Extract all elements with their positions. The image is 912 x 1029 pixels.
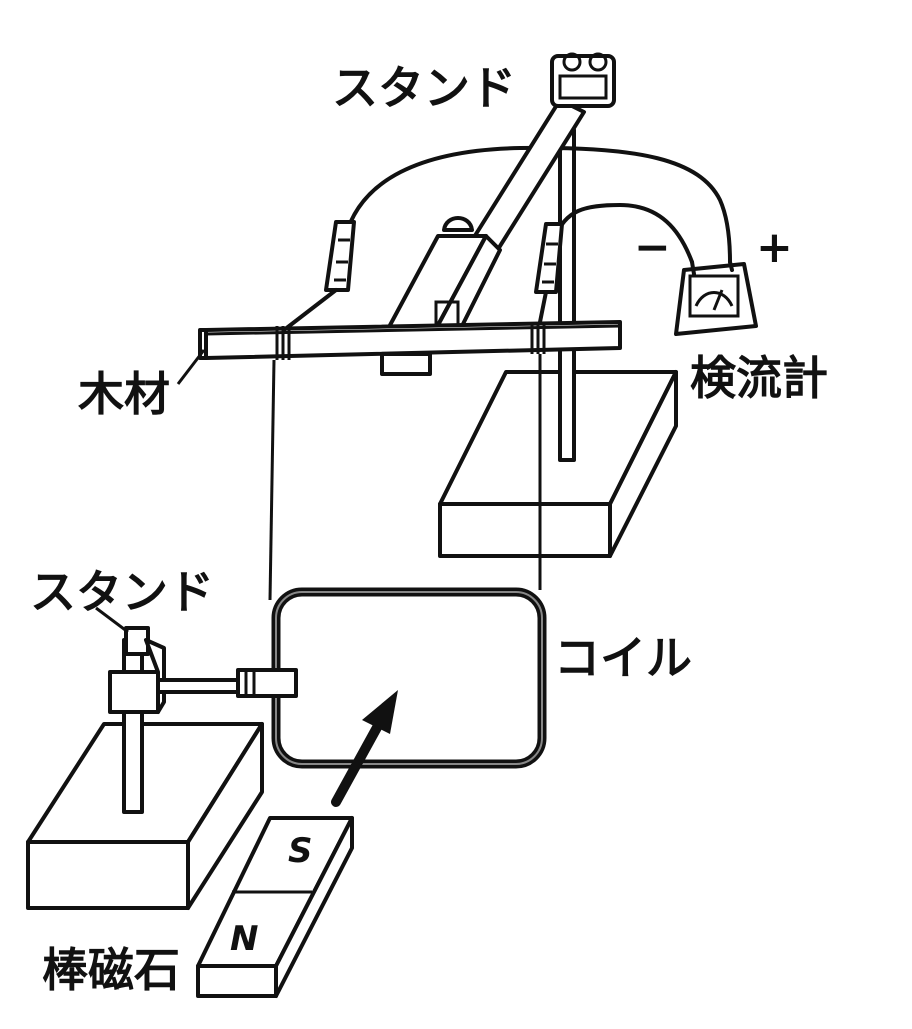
left-stand-pole bbox=[108, 626, 298, 814]
leader-lines bbox=[95, 349, 206, 634]
coil-leads bbox=[268, 288, 548, 601]
left-clip bbox=[324, 220, 356, 292]
left-stand-base bbox=[26, 722, 264, 910]
label-wood: 木材 bbox=[78, 367, 170, 421]
wood-clamp bbox=[380, 216, 502, 352]
top-stand-arm bbox=[464, 52, 616, 264]
label-stand-top: スタンド bbox=[332, 61, 516, 115]
label-stand-left: スタンド bbox=[30, 565, 214, 619]
label-galvanometer: 検流計 bbox=[690, 351, 828, 405]
top-stand-pole bbox=[558, 128, 576, 462]
label-bar-magnet: 棒磁石 bbox=[42, 943, 180, 997]
wood-beam bbox=[198, 320, 622, 376]
magnet-pole-n: N bbox=[230, 919, 258, 959]
galvanometer bbox=[674, 260, 758, 336]
galvanometer-plus: + bbox=[756, 222, 793, 273]
label-coil: コイル bbox=[554, 631, 692, 685]
wire-wraps bbox=[275, 322, 546, 360]
bar-magnet bbox=[196, 816, 354, 998]
motion-arrow bbox=[331, 690, 398, 807]
galvanometer-minus: − bbox=[634, 222, 671, 273]
right-clip bbox=[534, 222, 564, 294]
coil bbox=[271, 587, 547, 769]
galvanometer-wires bbox=[343, 145, 732, 264]
magnet-pole-s: S bbox=[288, 831, 313, 871]
